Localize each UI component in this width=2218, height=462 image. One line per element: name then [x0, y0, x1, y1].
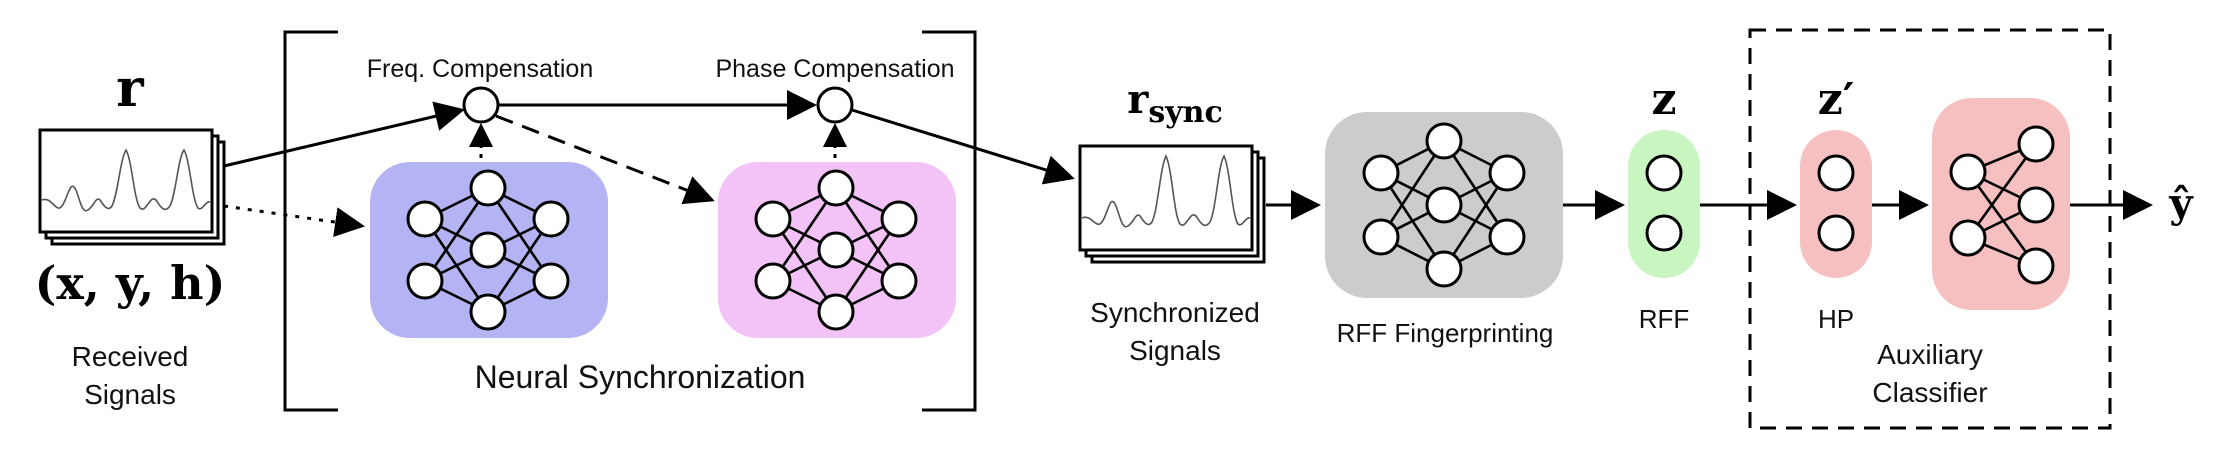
input-symbol: r [116, 58, 144, 119]
connections [223, 90, 2153, 237]
network-edge [1966, 143, 2038, 239]
hp-node-1 [1817, 154, 1855, 192]
network-node [469, 169, 507, 207]
neural-sync-title: Neural Synchronization [474, 359, 806, 395]
received-label-line2: Signals [84, 379, 176, 410]
network-node [1362, 154, 1400, 192]
output-symbol: ŷ [2169, 180, 2193, 227]
hp-symbol: z′ [1817, 74, 1855, 125]
aux-label-line1: Auxiliary [1877, 339, 1983, 370]
network-edge [1379, 140, 1446, 238]
phase-compensation-network [754, 169, 918, 331]
network-node [1362, 218, 1400, 256]
freq-compensation-network [406, 169, 570, 331]
network-node [469, 293, 507, 331]
phase-compensation-label: Phase Compensation [715, 55, 955, 83]
arrow-received-to-freq [223, 101, 465, 168]
network-edge [771, 187, 838, 282]
network-node [406, 262, 444, 300]
network-node [817, 169, 855, 207]
sync-symbol-main: r [1127, 76, 1149, 123]
rff-label: RFF [1638, 304, 1690, 334]
arrow-received-to-freq-net [223, 204, 365, 237]
network-edge [423, 187, 490, 282]
network-edge [834, 218, 901, 313]
received-label-line1: Received [71, 341, 189, 372]
network-node [1949, 219, 1987, 257]
sync-symbol: rsync [1100, 76, 1250, 130]
network-node [1949, 153, 1987, 191]
network-node [754, 200, 792, 238]
network-node [817, 293, 855, 331]
input-tuple: (x, y, h) [34, 256, 226, 310]
neural-sync-bracket [283, 30, 977, 412]
network-node [880, 262, 918, 300]
network-node [406, 200, 444, 238]
network-edge [486, 218, 553, 313]
auxiliary-network [1949, 125, 2055, 285]
rff-node-2 [1645, 214, 1683, 252]
network-node [532, 200, 570, 238]
network-edge [1442, 172, 1509, 270]
network-node [880, 200, 918, 238]
rff-symbol: z [1651, 74, 1677, 125]
received-waveform [41, 148, 211, 212]
network-node [469, 231, 507, 269]
received-signals-stack [38, 128, 226, 246]
freq-compensation-label: Freq. Compensation [366, 55, 594, 83]
network-node [1425, 122, 1463, 160]
synchronized-label-line1: Synchronized [1090, 297, 1260, 328]
rff-node-1 [1645, 154, 1683, 192]
synchronized-signals-stack [1078, 144, 1266, 264]
network-node [754, 262, 792, 300]
aux-label-line2: Classifier [1872, 377, 1988, 408]
network-edge [1966, 171, 2038, 267]
network-node [817, 231, 855, 269]
hp-vector-bg [1800, 130, 1872, 278]
arrow-phase-to-sync [851, 108, 1075, 185]
hp-node-2 [1817, 214, 1855, 252]
network-node [2017, 247, 2055, 285]
synchronized-label-line2: Signals [1129, 335, 1221, 366]
network-node [2017, 186, 2055, 224]
sync-symbol-sub: sync [1148, 95, 1223, 130]
network-node [1488, 154, 1526, 192]
freq-compensation-node [462, 86, 500, 124]
rff-vector-bg [1628, 130, 1700, 278]
network-node [2017, 125, 2055, 163]
network-node [532, 262, 570, 300]
synchronized-waveform [1081, 154, 1251, 228]
hp-label: HP [1817, 304, 1855, 334]
fingerprinting-label: RFF Fingerprinting [1336, 318, 1554, 348]
network-node [1488, 218, 1526, 256]
fingerprinting-network [1362, 122, 1526, 288]
auxiliary-classifier-box [1748, 28, 2112, 430]
network-node [1425, 186, 1463, 224]
phase-compensation-node [816, 86, 854, 124]
network-node [1425, 250, 1463, 288]
arrow-freq-to-phase-net [495, 114, 715, 205]
